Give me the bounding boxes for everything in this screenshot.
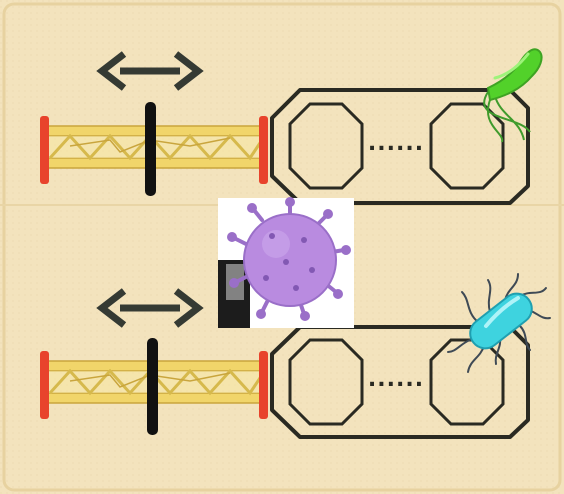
octagon-chain-icon xyxy=(270,88,530,205)
row-top: ...... xyxy=(40,48,543,205)
virus-overlay xyxy=(218,197,354,328)
end-cap-left xyxy=(40,116,49,184)
end-cap-right xyxy=(259,351,268,419)
slider-bar-icon[interactable] xyxy=(147,338,158,435)
slider-bar-icon[interactable] xyxy=(145,102,156,196)
bacillus-bacterium-icon xyxy=(447,273,551,373)
row-bottom: ...... xyxy=(40,273,551,439)
chain-connector-dots: ...... xyxy=(368,367,424,392)
flagellum-bacterium-icon xyxy=(483,48,543,143)
virus-icon xyxy=(227,197,351,321)
double-headed-arrow-icon xyxy=(96,51,204,91)
end-cap-left xyxy=(40,351,49,419)
end-cap-right xyxy=(259,116,268,184)
double-headed-arrow-icon xyxy=(96,288,204,328)
chain-connector-dots: ...... xyxy=(368,131,424,156)
